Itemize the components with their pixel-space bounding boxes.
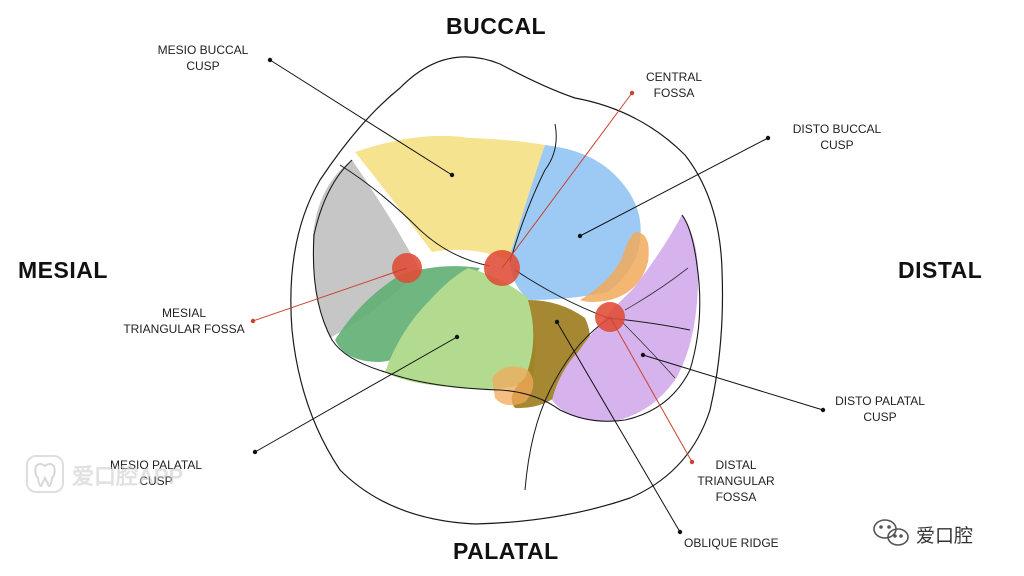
brand-text: 爱口腔 (916, 525, 974, 547)
mesial-groove-line (339, 164, 491, 267)
mesial-triangular-fossa-label: MESIAL TRIANGULAR FOSSA (123, 306, 245, 336)
distal-heading: DISTAL (898, 257, 983, 283)
red-leader-lines (252, 92, 693, 463)
watermark-text: 爱口腔APP (72, 464, 184, 489)
inner-crown-outline (312, 159, 701, 422)
disto-buccal-cusp-label: DISTO BUCCAL CUSP (792, 122, 882, 152)
orange-marginal-region-top (580, 232, 649, 302)
disto-palatal-cusp-label: DISTO PALATAL CUSP (835, 394, 925, 424)
black-leader-lines (254, 59, 824, 533)
disto-buccal-cusp-region (509, 145, 641, 300)
distal-triangular-fossa-label: DISTAL TRIANGULAR FOSSA (697, 458, 775, 504)
oblique-ridge-label: OBLIQUE RIDGE (684, 536, 779, 550)
disto-lingual-groove-line (524, 317, 611, 491)
mesio-buccal-cusp-label: MESIO BUCCAL CUSP (157, 43, 249, 73)
disto-palatal-cusp-region (552, 215, 699, 422)
wechat-icon (873, 519, 909, 546)
groove-line-b (624, 267, 689, 311)
buccal-groove-line (509, 123, 557, 263)
palatal-heading: PALATAL (453, 538, 559, 564)
tooth-icon (26, 455, 64, 493)
central-fossa-label: CENTRAL FOSSA (645, 70, 702, 100)
black-leader-dots (252, 57, 826, 535)
orange-marginal-region-bottom (492, 366, 534, 406)
red-leader-dots (250, 90, 695, 465)
groove-line-a (619, 319, 676, 379)
mesial-heading: MESIAL (18, 257, 108, 283)
mesio-palatal-cusp-region (385, 268, 536, 389)
mesio-buccal-cusp-region (355, 135, 560, 260)
mesio-palatal-cusp-label: MESIO PALATAL CUSP (109, 458, 203, 488)
buccal-heading: BUCCAL (446, 13, 547, 39)
